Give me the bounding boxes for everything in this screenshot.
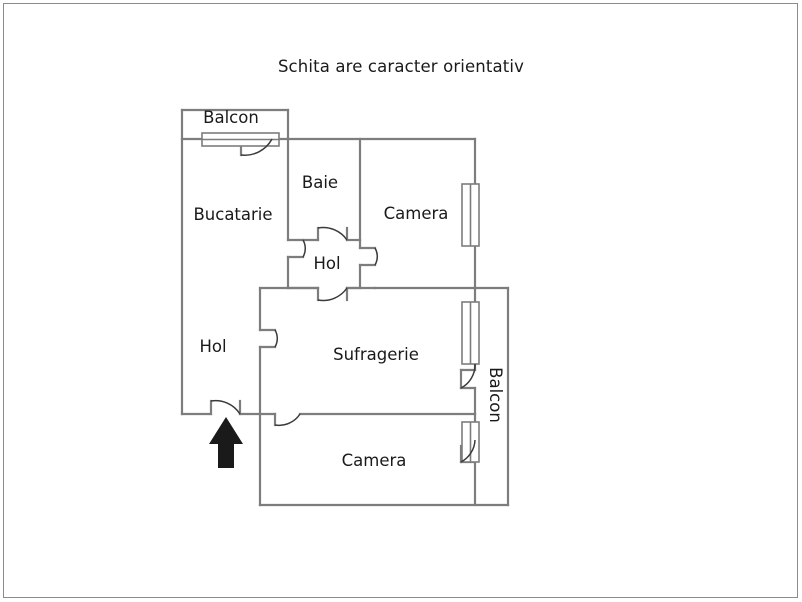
room-label-bucatarie: Bucatarie [193, 205, 272, 224]
room-label-sufragerie: Sufragerie [333, 345, 419, 364]
door-arc-balcony-kitchen [240, 138, 273, 156]
door-arc-hall-sufragerie-west [274, 329, 279, 348]
main-entrance-arrow [209, 417, 243, 468]
room-label-camera-bottom: Camera [342, 451, 407, 470]
window-camera-top [461, 183, 480, 247]
walls-group [180, 108, 510, 507]
window-balcony-top [201, 132, 280, 147]
room-label-camera-top: Camera [384, 204, 449, 223]
page-title: Schita are caracter orientativ [277, 57, 525, 76]
door-arc-entrance [210, 399, 241, 415]
room-label-balcon-right: Balcon [486, 367, 505, 423]
doors-group [210, 138, 476, 463]
window-sufragerie [461, 301, 480, 365]
room-label-balcon-top: Balcon [203, 108, 259, 127]
room-label-hol-left: Hol [199, 337, 226, 356]
door-arc-hall-camera-top [374, 247, 379, 266]
door-arc-sufragerie-balcony [460, 363, 476, 389]
room-label-hol-middle: Hol [313, 254, 340, 273]
door-arc-bathroom-hall [317, 226, 348, 241]
door-arc-sufragerie-camera-bottom [274, 413, 301, 427]
window-camera-bottom [461, 421, 480, 463]
door-arc-kitchen-hall [302, 239, 307, 258]
door-arc-hall-sufragerie [317, 287, 348, 302]
door-arc-camera-bottom-balcony [460, 439, 476, 463]
room-labels-group: Balcon Bucatarie Baie Camera Hol Hol Suf… [193, 108, 505, 470]
room-label-baie: Baie [302, 173, 338, 192]
windows-group [201, 132, 480, 463]
